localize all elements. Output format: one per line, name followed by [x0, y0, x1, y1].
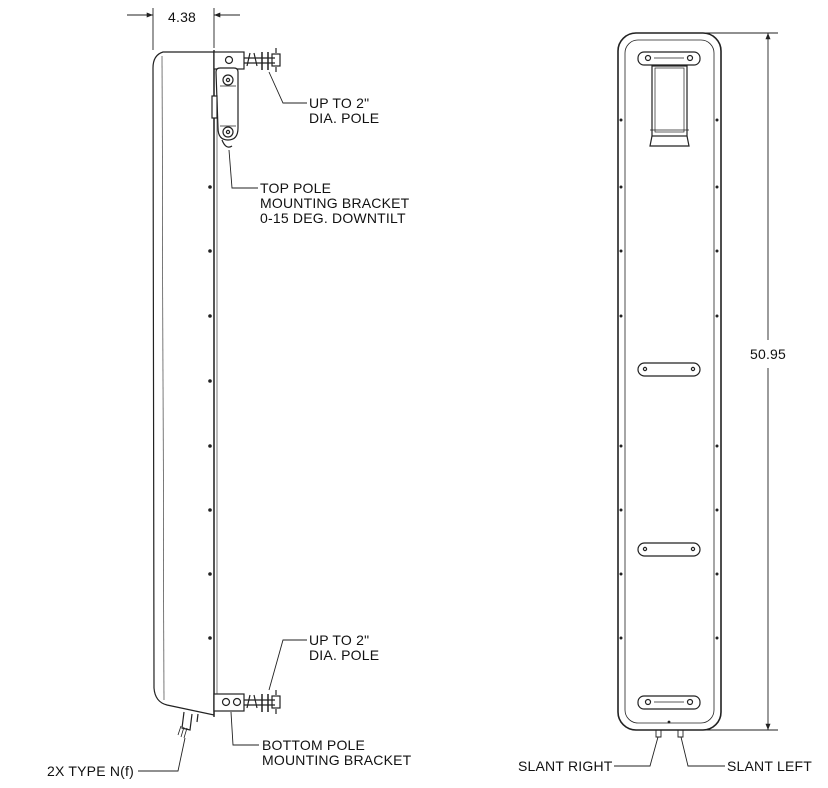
width-dimension — [127, 8, 240, 50]
front-leaders — [614, 736, 725, 767]
front-bottom-bracket — [637, 695, 701, 710]
top-pole-clamp — [213, 48, 281, 72]
front-outer-outline — [617, 32, 722, 731]
n-connectors — [177, 711, 199, 739]
height-dimension — [706, 32, 778, 731]
front-inner-outline — [624, 39, 715, 724]
height-dimension-value: 50.95 — [748, 346, 789, 362]
front-top-bracket — [637, 51, 701, 147]
side-radome-outline — [152, 51, 215, 716]
side-rivets — [208, 185, 212, 640]
bottom-pole-note: UP TO 2" DIA. POLE — [309, 632, 380, 663]
top-pole-note: UP TO 2" DIA. POLE — [309, 95, 380, 126]
side-view — [127, 8, 307, 772]
front-connectors — [655, 720, 684, 738]
front-view — [614, 32, 778, 767]
slant-left-label: SLANT LEFT — [727, 758, 812, 774]
front-rivets — [619, 118, 719, 640]
side-radome-inner-edge — [161, 55, 165, 701]
top-bracket-note: TOP POLE MOUNTING BRACKET 0-15 DEG. DOWN… — [260, 180, 410, 226]
bottom-bracket-note: BOTTOM POLE MOUNTING BRACKET — [262, 737, 412, 768]
connector-note: 2X TYPE N(f) — [47, 763, 134, 779]
bottom-pole-clamp — [213, 690, 281, 714]
width-dimension-value: 4.38 — [168, 9, 197, 25]
side-leaders — [138, 71, 307, 772]
front-mid-plates — [637, 362, 701, 557]
slant-right-label: SLANT RIGHT — [518, 758, 613, 774]
top-tilt-bracket — [211, 67, 239, 148]
